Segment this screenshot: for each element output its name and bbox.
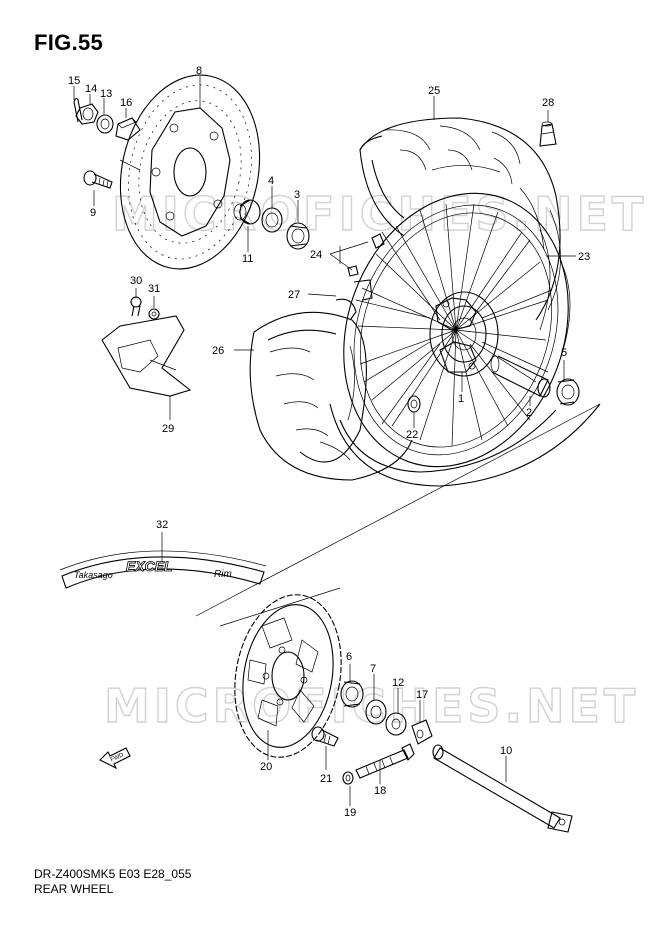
callout-13: 13 bbox=[100, 88, 112, 100]
callout-9: 9 bbox=[90, 207, 96, 219]
wheel-rim bbox=[343, 192, 569, 468]
callout-20: 20 bbox=[260, 761, 272, 773]
front-direction-arrow: FWD bbox=[99, 747, 131, 770]
callout-16: 16 bbox=[120, 97, 132, 109]
rear-tire-upper bbox=[359, 117, 561, 321]
rear-tire-lower bbox=[329, 209, 601, 487]
callout-numbers: 15 14 13 16 8 9 11 4 3 25 28 23 24 27 26… bbox=[68, 65, 590, 819]
callout-12: 12 bbox=[392, 677, 404, 689]
callout-22: 22 bbox=[406, 429, 418, 441]
callout-2: 2 bbox=[526, 407, 532, 419]
callout-30: 30 bbox=[130, 275, 142, 287]
assembly-line-2 bbox=[219, 587, 341, 627]
rim-decal-brand: Takasago bbox=[74, 570, 113, 580]
watermark-lower: MICROFICHES.NET bbox=[104, 679, 639, 733]
callout-8: 8 bbox=[196, 65, 202, 77]
leader-lines bbox=[73, 76, 576, 806]
callout-24: 24 bbox=[310, 249, 322, 261]
callout-11: 11 bbox=[242, 253, 253, 265]
rim-decal: Takasago EXCEL Rim bbox=[59, 550, 267, 589]
hub-spacer-bearing bbox=[490, 355, 580, 406]
rear-axle bbox=[432, 744, 573, 833]
valve-cap bbox=[539, 121, 557, 147]
axle-nut-group bbox=[73, 97, 141, 141]
valve-nut bbox=[407, 395, 421, 413]
callout-28: 28 bbox=[542, 97, 554, 109]
callout-1: 1 bbox=[458, 393, 464, 405]
callout-29: 29 bbox=[162, 423, 174, 435]
callout-17: 17 bbox=[416, 689, 428, 701]
callout-6: 6 bbox=[346, 651, 352, 663]
adjuster-bolt bbox=[342, 743, 415, 785]
brake-disc bbox=[119, 74, 261, 270]
callout-23: 23 bbox=[578, 251, 590, 263]
callout-10: 10 bbox=[500, 745, 512, 757]
assembly-line bbox=[195, 403, 601, 617]
callout-7: 7 bbox=[370, 663, 376, 675]
tube-and-rim-band bbox=[249, 279, 413, 481]
spokes bbox=[355, 203, 553, 447]
callout-18: 18 bbox=[374, 785, 386, 797]
watermark-upper: MICROFICHES.NET bbox=[112, 187, 647, 241]
callout-31: 31 bbox=[148, 283, 160, 295]
figure-title: FIG.55 bbox=[34, 30, 104, 55]
sprocket-bolt bbox=[311, 726, 339, 747]
model-code: DR-Z400SMK5 E03 E28_055 bbox=[34, 867, 192, 881]
callout-21: 21 bbox=[320, 773, 332, 785]
front-direction-label: FWD bbox=[110, 752, 126, 763]
section-name: REAR WHEEL bbox=[34, 882, 114, 896]
callout-27: 27 bbox=[288, 289, 300, 301]
callout-4: 4 bbox=[268, 175, 274, 187]
callout-26: 26 bbox=[212, 345, 224, 357]
callout-5: 5 bbox=[561, 347, 567, 359]
callout-15: 15 bbox=[68, 75, 80, 87]
rim-decal-suffix: Rim bbox=[214, 569, 232, 580]
callout-19: 19 bbox=[344, 807, 356, 819]
callout-14: 14 bbox=[85, 83, 97, 95]
axle-spacer-adjuster bbox=[385, 712, 433, 745]
callout-25: 25 bbox=[428, 85, 440, 97]
rear-sprocket bbox=[234, 594, 342, 758]
sprocket-guard bbox=[101, 296, 192, 397]
callout-3: 3 bbox=[294, 189, 300, 201]
bearing-set-right bbox=[340, 680, 387, 725]
spoke-nipples bbox=[347, 233, 385, 277]
rim-decal-main: EXCEL bbox=[126, 558, 173, 574]
disc-bolt bbox=[83, 170, 113, 189]
callout-32: 32 bbox=[156, 519, 168, 531]
rear-hub bbox=[429, 291, 499, 377]
